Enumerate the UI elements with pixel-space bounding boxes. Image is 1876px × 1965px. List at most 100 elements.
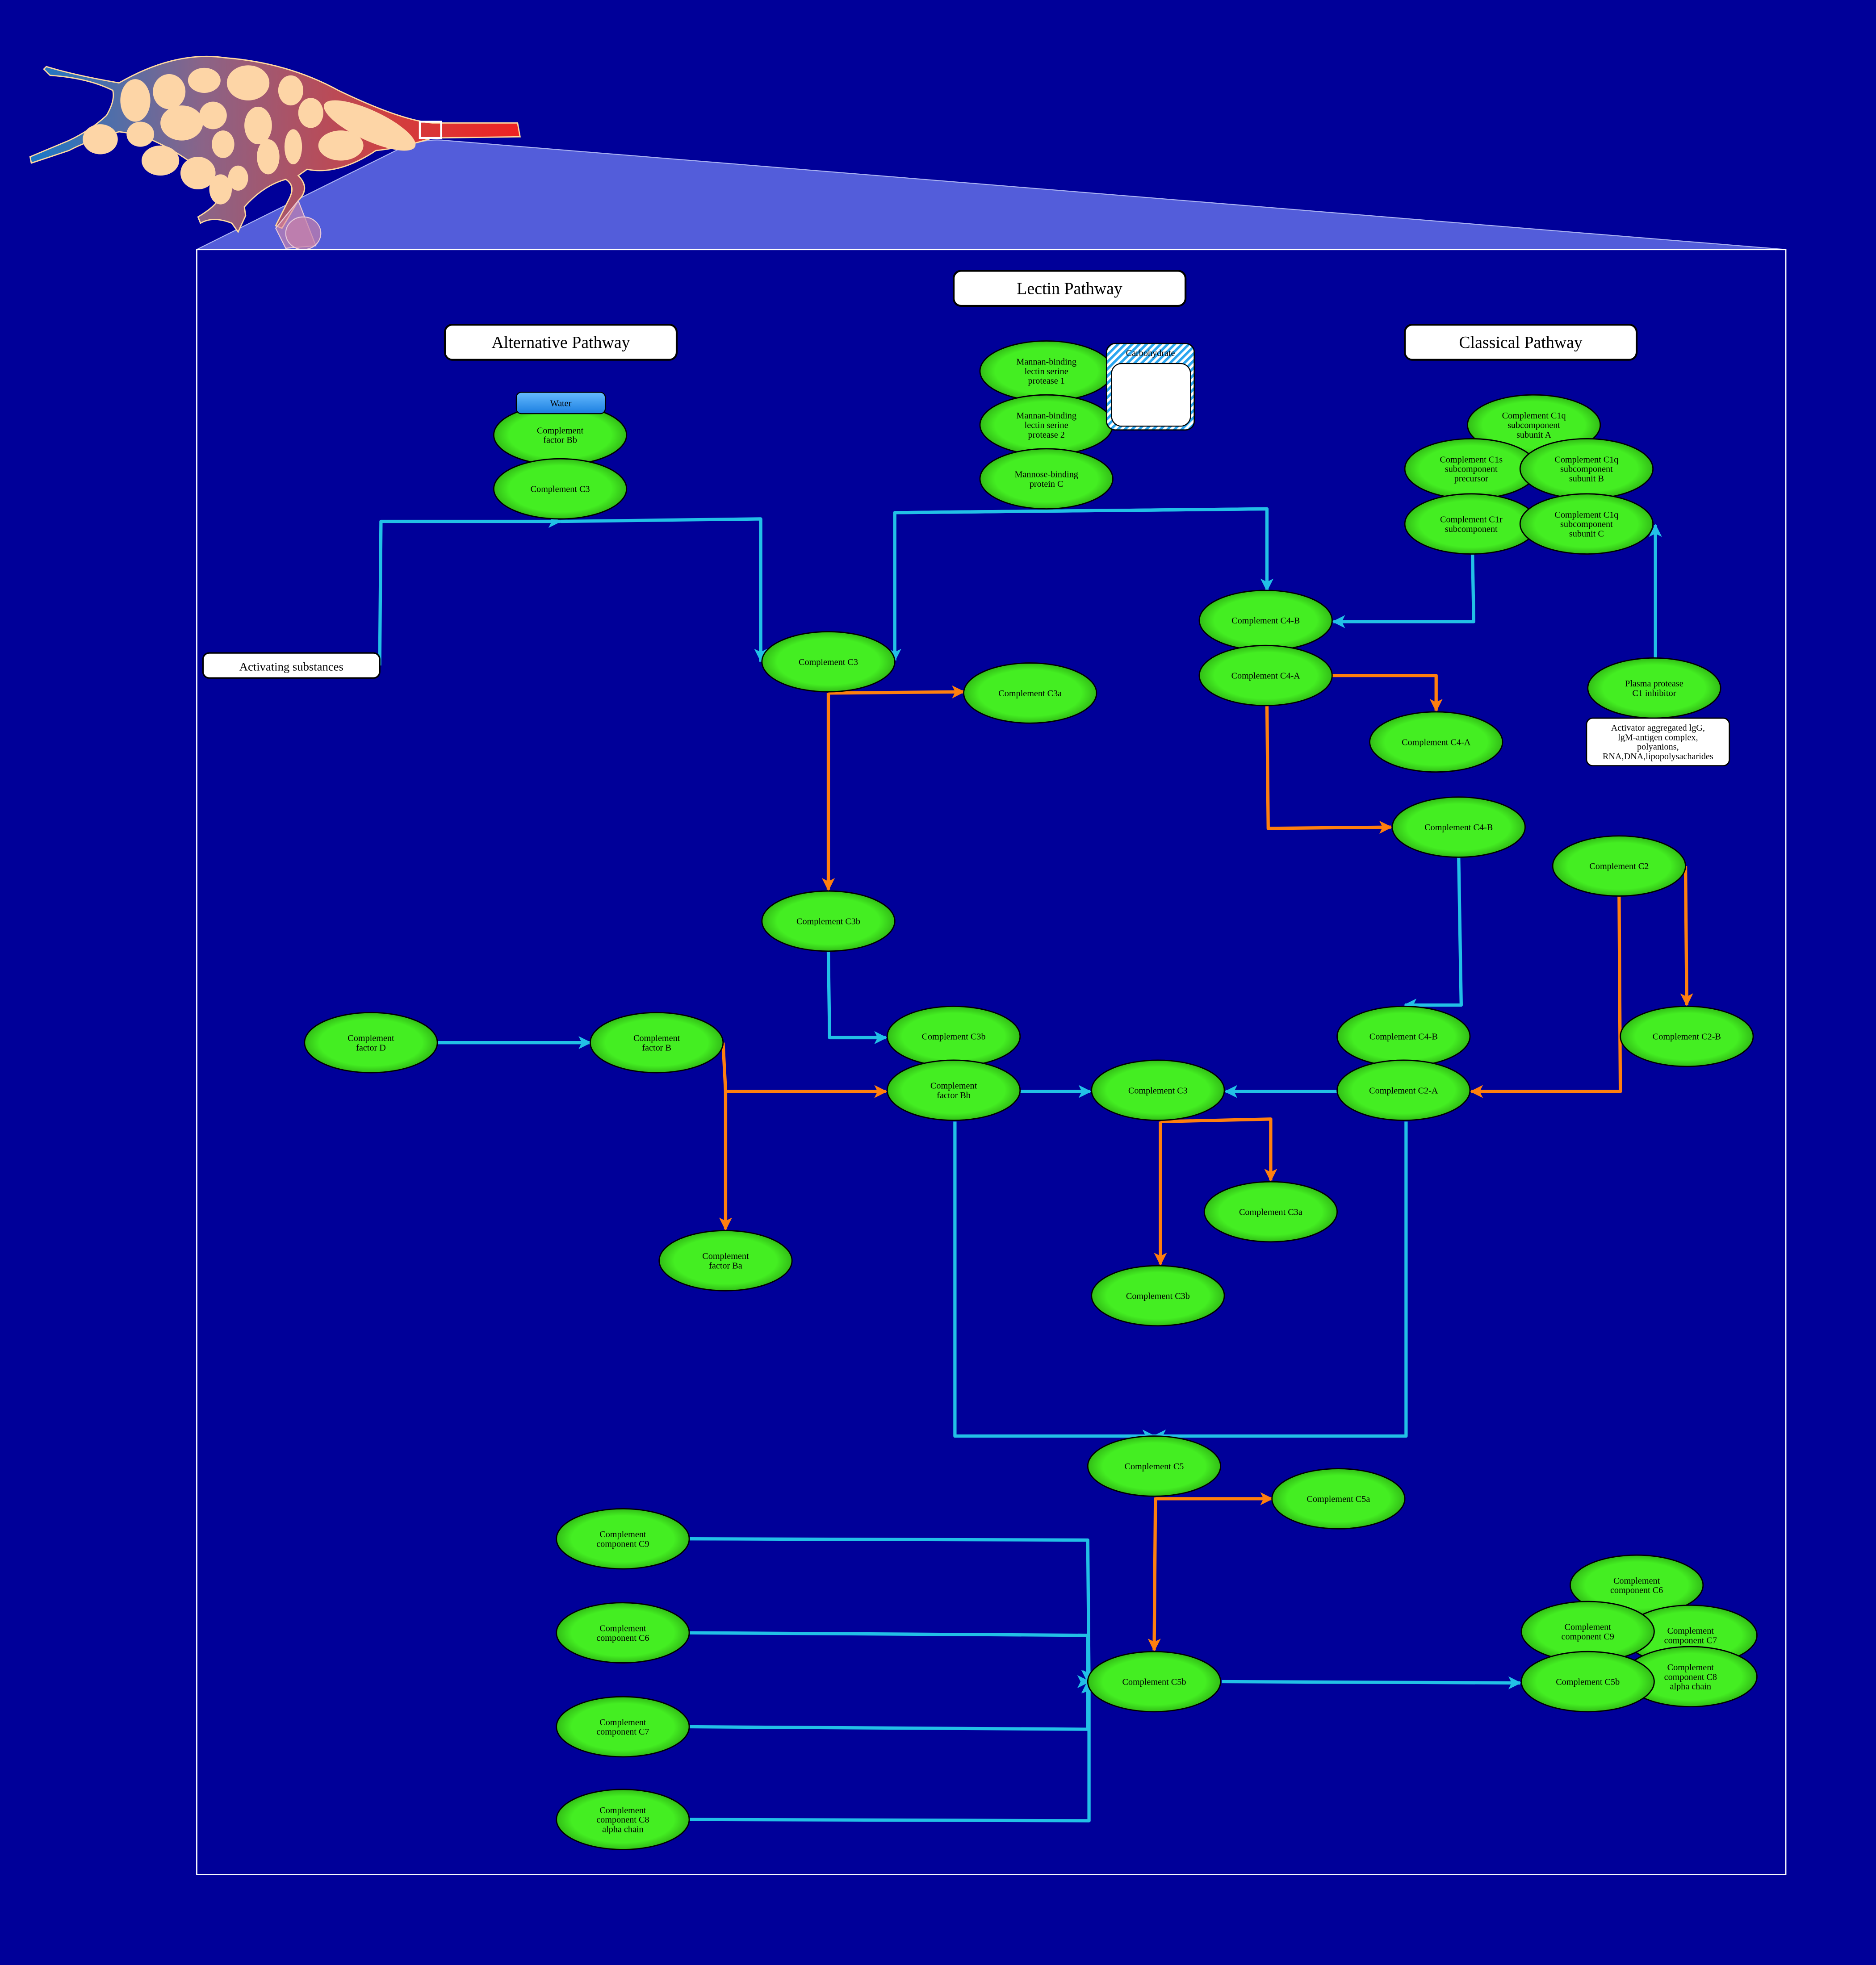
protein-label-line: Complement C1q: [1502, 411, 1566, 421]
protein-node-c3b-1[interactable]: Complement C3b: [761, 890, 896, 952]
water-box[interactable]: Water: [515, 392, 606, 414]
protein-label: Complement C3: [1128, 1086, 1188, 1095]
protein-label-line: Complement C5a: [1306, 1494, 1370, 1504]
protein-label-line: Complement C2: [1589, 861, 1649, 871]
protein-label-line: Complement: [1613, 1576, 1660, 1586]
protein-node-c5[interactable]: Complement C5: [1087, 1435, 1222, 1497]
protein-ellipse: [761, 631, 896, 693]
protein-node-c5a[interactable]: Complement C5a: [1271, 1468, 1406, 1530]
cleavage-edge: [1470, 896, 1622, 1098]
protein-node-c3b-3[interactable]: Complement C3b: [1091, 1265, 1225, 1327]
protein-label: Complement C4-B: [1369, 1032, 1438, 1042]
protein-label-line: precursor: [1454, 474, 1489, 484]
protein-node-c4a-1[interactable]: Complement C4-A: [1198, 644, 1333, 707]
protein-node-c4b-1[interactable]: Complement C4-B: [1198, 590, 1333, 651]
protein-label-line: Complement C1q: [1554, 455, 1618, 464]
protein-ellipse: [886, 1059, 1021, 1121]
protein-label: Complement C3: [531, 485, 590, 494]
protein-label-line: subunit C: [1569, 529, 1604, 539]
edges-layer: [378, 507, 1693, 1823]
protein-ellipse: [1271, 1468, 1406, 1530]
protein-node-c3b-2[interactable]: Complement C3b: [886, 1005, 1021, 1067]
protein-node-c2a[interactable]: Complement C2-A: [1336, 1059, 1471, 1121]
protein-node-alt-c3[interactable]: Complement C3: [493, 458, 628, 520]
protein-node-c5b[interactable]: Complement C5b: [1087, 1651, 1222, 1713]
protein-node-c4b-2[interactable]: Complement C4-B: [1391, 796, 1526, 858]
activation-edge: [1332, 551, 1476, 628]
activator-label-line: RNA,DNA,lipopolysacharides: [1603, 752, 1713, 761]
protein-label-line: component C7: [1664, 1635, 1717, 1645]
activator-box[interactable]: Activator aggregated lgG,lgM-antigen com…: [1586, 717, 1730, 767]
protein-node-c3-main[interactable]: Complement C3: [761, 631, 896, 693]
protein-ellipse: [979, 448, 1114, 510]
protein-label-line: subcomponent: [1508, 421, 1560, 431]
protein-label: Complement C5: [1125, 1462, 1184, 1472]
protein-label-line: subcomponent: [1560, 519, 1613, 529]
protein-node-c3-2[interactable]: Complement C3: [1091, 1059, 1225, 1121]
protein-label-line: factor B: [642, 1043, 671, 1053]
protein-node-c2b[interactable]: Complement C2-B: [1620, 1005, 1754, 1067]
protein-label-line: Complement: [537, 426, 584, 435]
protein-label-line: Mannose-binding: [1014, 469, 1078, 479]
cleavage-edge: [1332, 673, 1443, 712]
carbohydrate-box[interactable]: Carbohydrate: [1106, 343, 1195, 431]
protein-label: Complement C3b: [1126, 1291, 1190, 1301]
water-label: Water: [550, 398, 572, 408]
activating-substances-box[interactable]: Activating substances: [202, 652, 381, 679]
protein-label-line: subcomponent: [1445, 524, 1498, 534]
protein-node-c2[interactable]: Complement C2: [1552, 835, 1686, 897]
protein-label: Complement C5b: [1122, 1677, 1186, 1687]
protein-label: Complement C2-B: [1653, 1032, 1721, 1042]
protein-node-c3a-2[interactable]: Complement C3a: [1203, 1181, 1338, 1243]
protein-label: Complement C4-A: [1402, 737, 1471, 747]
protein-node-c3a-1[interactable]: Complement C3a: [963, 662, 1097, 724]
protein-label-line: alpha chain: [602, 1824, 643, 1834]
protein-label-line: component C8: [1664, 1672, 1717, 1682]
protein-node-c4b-3[interactable]: Complement C4-B: [1336, 1005, 1471, 1067]
protein-label-line: component C6: [1610, 1585, 1663, 1595]
protein-ellipse: [556, 1508, 690, 1570]
protein-label-line: Complement C1q: [1554, 510, 1618, 520]
protein-node-mac-c5b[interactable]: Complement C5b: [1520, 1651, 1655, 1713]
protein-label-line: factor Bb: [543, 435, 577, 445]
protein-label-line: Complement: [599, 1718, 646, 1727]
protein-label-line: Complement C3b: [922, 1032, 986, 1042]
zoom-region-marker: [419, 121, 442, 139]
protein-label-line: Complement: [348, 1033, 394, 1043]
carbohydrate-label: Carbohydrate: [1126, 348, 1175, 358]
classical-pathway-header-label: Classical Pathway: [1459, 333, 1583, 352]
protein-ellipse: [1087, 1651, 1222, 1713]
protein-label: Complement C3a: [998, 689, 1062, 698]
protein-label-line: Complement: [599, 1623, 646, 1633]
protein-ellipse: [1520, 1651, 1655, 1713]
cleavage-edge: [1147, 1498, 1161, 1652]
cleavage-edge: [1265, 705, 1393, 834]
protein-node-c4a-2[interactable]: Complement C4-A: [1369, 711, 1503, 773]
protein-label-line: Complement: [1667, 1663, 1714, 1672]
